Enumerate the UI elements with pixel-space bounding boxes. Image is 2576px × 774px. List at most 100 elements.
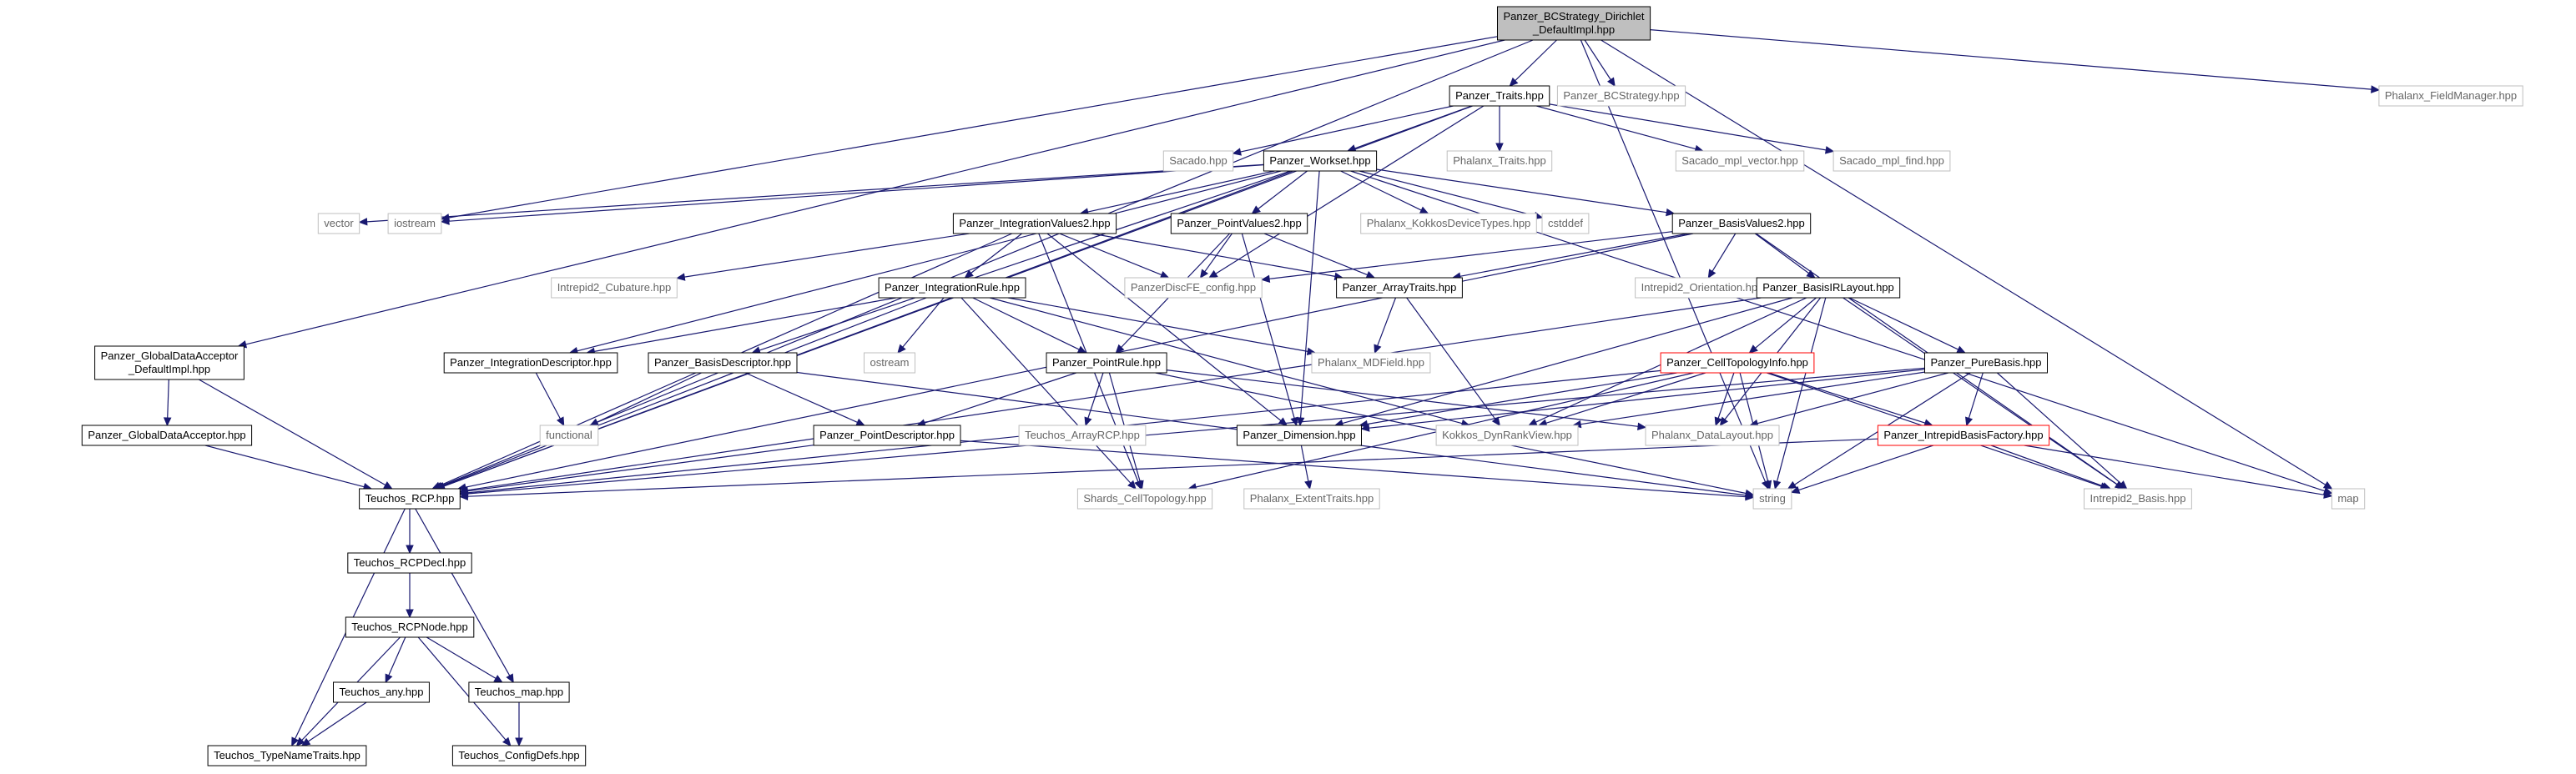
node-intdesc[interactable]: Panzer_IntegrationDescriptor.hpp	[443, 352, 618, 374]
node-label: cstddef	[1548, 217, 1583, 229]
edge-basisvalues-to-pdfe	[1260, 231, 1673, 284]
edge-purebasis-to-ibf	[1965, 372, 1984, 427]
node-intrepid_basis: Intrepid2_Basis.hpp	[2084, 488, 2192, 510]
node-label: Teuchos_RCPDecl.hpp	[354, 556, 466, 569]
node-cstddef: cstddef	[1541, 213, 1590, 234]
node-label: Panzer_IntegrationRule.hpp	[885, 281, 1020, 294]
node-intvalues[interactable]: Panzer_IntegrationValues2.hpp	[952, 213, 1117, 234]
edge-ibf-to-string	[1790, 445, 1933, 494]
node-box	[451, 745, 587, 766]
node-workset[interactable]: Panzer_Workset.hpp	[1263, 150, 1378, 172]
node-phx_traits: Phalanx_Traits.hpp	[1446, 150, 1553, 172]
node-label: functional	[546, 429, 592, 441]
node-dimension[interactable]: Panzer_Dimension.hpp	[1236, 425, 1363, 446]
node-box	[1541, 213, 1590, 234]
node-box	[1877, 425, 2050, 446]
edge-teuchos_map-to-configdefs	[515, 702, 523, 747]
node-arraytraits[interactable]: Panzer_ArrayTraits.hpp	[1336, 277, 1463, 299]
edge-ibf-to-rcp	[459, 438, 1878, 500]
node-box	[1435, 425, 1579, 446]
node-intrule[interactable]: Panzer_IntegrationRule.hpp	[878, 277, 1026, 299]
edge-root-to-gda_impl	[237, 39, 1505, 349]
node-box	[1756, 277, 1901, 299]
node-box	[1752, 488, 1792, 510]
node-rcpdecl[interactable]: Teuchos_RCPDecl.hpp	[347, 552, 472, 574]
node-label: Phalanx_FieldManager.hpp	[2385, 89, 2517, 102]
node-purebasis[interactable]: Panzer_PureBasis.hpp	[1924, 352, 2048, 374]
node-basisdesc[interactable]: Panzer_BasisDescriptor.hpp	[648, 352, 798, 374]
node-box	[551, 277, 678, 299]
node-label: _DefaultImpl.hpp	[128, 363, 210, 375]
node-intrepid_cub: Intrepid2_Cubature.hpp	[551, 277, 678, 299]
node-rcpnode[interactable]: Teuchos_RCPNode.hpp	[345, 616, 475, 638]
node-ptrule[interactable]: Panzer_PointRule.hpp	[1046, 352, 1167, 374]
node-rcp[interactable]: Teuchos_RCP.hpp	[359, 488, 461, 510]
node-gda_impl[interactable]: Panzer_GlobalDataAcceptor_DefaultImpl.hp…	[94, 345, 244, 380]
node-box	[648, 352, 798, 374]
edge-ptrule-to-teuchos_arrayrcp	[1084, 372, 1104, 427]
node-map: map	[2331, 488, 2366, 510]
node-ptdesc[interactable]: Panzer_PointDescriptor.hpp	[813, 425, 961, 446]
node-root[interactable]: Panzer_BCStrategy_Dirichlet_DefaultImpl.…	[1497, 6, 1651, 41]
edge-intrule-to-mdfield	[1007, 297, 1317, 355]
node-label: Panzer_PureBasis.hpp	[1931, 356, 2042, 369]
node-label: Teuchos_ConfigDefs.hpp	[458, 749, 579, 761]
node-typenametraits[interactable]: Teuchos_TypeNameTraits.hpp	[207, 745, 367, 766]
node-box	[387, 213, 442, 234]
edge-intvalues-to-intrepid_cub	[676, 233, 970, 281]
node-label: Kokkos_DynRankView.hpp	[1442, 429, 1572, 441]
node-phx_dl: Phalanx_DataLayout.hpp	[1645, 425, 1780, 446]
node-ptvalues[interactable]: Panzer_PointValues2.hpp	[1170, 213, 1308, 234]
node-label: Panzer_BasisDescriptor.hpp	[654, 356, 791, 369]
edge-purebasis-to-dimension	[1360, 369, 1925, 432]
edge-dimension-to-phx_et	[1300, 445, 1313, 490]
node-box	[1018, 425, 1147, 446]
node-configdefs[interactable]: Teuchos_ConfigDefs.hpp	[451, 745, 587, 766]
node-label: Teuchos_TypeNameTraits.hpp	[214, 749, 360, 761]
node-box	[317, 213, 360, 234]
edge-traits-to-pdfe	[1208, 105, 1485, 279]
edge-ptrule-to-ptdesc	[916, 372, 1076, 427]
edge-layer	[163, 29, 2381, 747]
node-basisvalues[interactable]: Panzer_BasisValues2.hpp	[1671, 213, 1812, 234]
node-label: Shards_CellTopology.hpp	[1083, 492, 1206, 505]
edge-intvalues-to-dimension	[1046, 233, 1288, 426]
node-label: Intrepid2_Orientation.hpp	[1641, 281, 1764, 294]
node-teuchos_any[interactable]: Teuchos_any.hpp	[333, 681, 430, 703]
node-ibf[interactable]: Panzer_IntrepidBasisFactory.hpp	[1877, 425, 2050, 446]
node-ostream: ostream	[864, 352, 915, 374]
node-traits[interactable]: Panzer_Traits.hpp	[1449, 85, 1550, 107]
edge-traits-to-sacado	[1232, 105, 1454, 156]
node-celltopo[interactable]: Panzer_CellTopologyInfo.hpp	[1660, 352, 1815, 374]
edge-basisirl-to-string	[1772, 297, 1827, 490]
node-teuchos_map[interactable]: Teuchos_map.hpp	[468, 681, 570, 703]
edge-basisvalues-to-basisirl	[1754, 233, 1816, 279]
edge-ptdesc-to-rcp	[459, 445, 814, 495]
node-mdfield: Phalanx_MDField.hpp	[1311, 352, 1431, 374]
node-gda[interactable]: Panzer_GlobalDataAcceptor.hpp	[81, 425, 253, 446]
node-box	[81, 425, 253, 446]
node-box	[1924, 352, 2048, 374]
node-label: PanzerDiscFE_config.hpp	[1131, 281, 1256, 294]
node-label: Phalanx_KokkosDeviceTypes.hpp	[1367, 217, 1531, 229]
node-label: Teuchos_map.hpp	[475, 686, 563, 698]
node-box	[207, 745, 367, 766]
edge-workset-to-intvalues	[1079, 170, 1275, 216]
node-label: Panzer_CellTopologyInfo.hpp	[1666, 356, 1808, 369]
node-box	[443, 352, 618, 374]
node-box	[1645, 425, 1780, 446]
node-basisirl[interactable]: Panzer_BasisIRLayout.hpp	[1756, 277, 1901, 299]
edge-workset-to-intdesc	[568, 170, 1282, 355]
node-box	[1449, 85, 1550, 107]
node-box	[864, 352, 915, 374]
node-teuchos_arrayrcp: Teuchos_ArrayRCP.hpp	[1018, 425, 1147, 446]
edge-teuchos_any-to-typenametraits	[300, 701, 367, 746]
edge-traits-to-sacado_vec	[1536, 105, 1704, 153]
node-intrepid_orient: Intrepid2_Orientation.hpp	[1635, 277, 1770, 299]
node-box	[539, 425, 599, 446]
node-label: Panzer_IntrepidBasisFactory.hpp	[1883, 429, 2043, 441]
node-box	[468, 681, 570, 703]
node-label: string	[1759, 492, 1786, 505]
edge-root-to-iostream	[440, 36, 1498, 222]
node-label: Panzer_ArrayTraits.hpp	[1343, 281, 1457, 294]
